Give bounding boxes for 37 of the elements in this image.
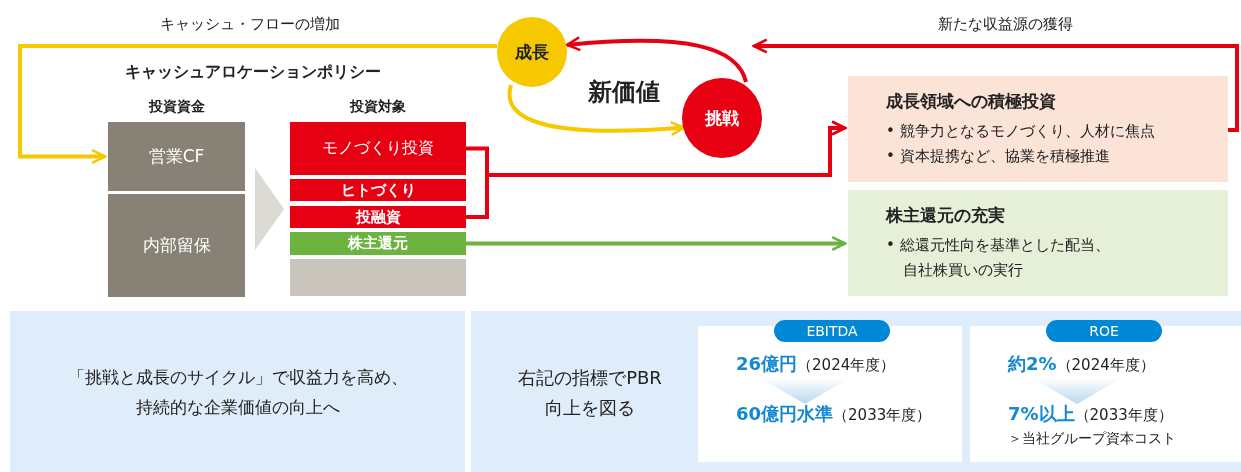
bullet-item: • 資本提携など、協業を積極推進 — [886, 146, 1111, 167]
info-panel — [848, 190, 1228, 296]
metric-tag: EBITDA — [774, 320, 890, 342]
panel-heading: 株主還元の充実 — [886, 204, 1006, 227]
arrow — [18, 44, 497, 165]
note-text: ＞当社グループ資本コスト — [1008, 430, 1176, 448]
chevron-arrow — [255, 168, 284, 250]
arrow — [752, 38, 1239, 132]
arrow — [565, 36, 748, 83]
message-text: 右記の指標でPBR向上を図る — [517, 366, 663, 420]
funding-block: 内部留保 — [108, 194, 245, 297]
cycle-circle: 挑戦 — [682, 78, 762, 158]
metric-value: 60億円水準（2033年度） — [736, 402, 932, 426]
cycle-circle: 成長 — [497, 17, 567, 87]
panel-heading: 成長領域への積極投資 — [886, 90, 1057, 113]
investment-bar: 株主還元 — [290, 232, 466, 255]
info-panel — [848, 76, 1228, 182]
arrow — [466, 120, 847, 219]
metric-value: 7%以上（2033年度） — [1008, 402, 1173, 426]
section-heading: キャッシュアロケーションポリシー — [123, 62, 382, 83]
arrow — [466, 235, 847, 252]
metric-value: 26億円（2024年度） — [736, 352, 896, 376]
investment-bar: モノづくり投資 — [290, 122, 466, 175]
investment-bar: ヒトづくり — [290, 179, 466, 201]
bullet-item: • 競争力となるモノづくり、人材に焦点 — [886, 121, 1156, 142]
kpi-panel — [471, 311, 1241, 472]
empty-bar — [290, 259, 466, 296]
metric-tag: ROE — [1046, 320, 1162, 342]
section-heading: 投資対象 — [348, 98, 407, 116]
message-panel — [10, 311, 465, 472]
investment-bar: 投融資 — [290, 206, 466, 228]
section-heading: 投資資金 — [147, 98, 206, 116]
metric-value: 約2%（2024年度） — [1008, 352, 1155, 376]
bullet-item: • 総還元性向を基準とした配当、自社株買いの実行 — [886, 235, 1111, 281]
message-text: 「挑戦と成長のサイクル」で収益力を高め、持続的な企業価値の向上へ — [66, 365, 409, 419]
funding-block: 営業CF — [108, 122, 245, 191]
center-text: 新価値 — [588, 77, 660, 108]
